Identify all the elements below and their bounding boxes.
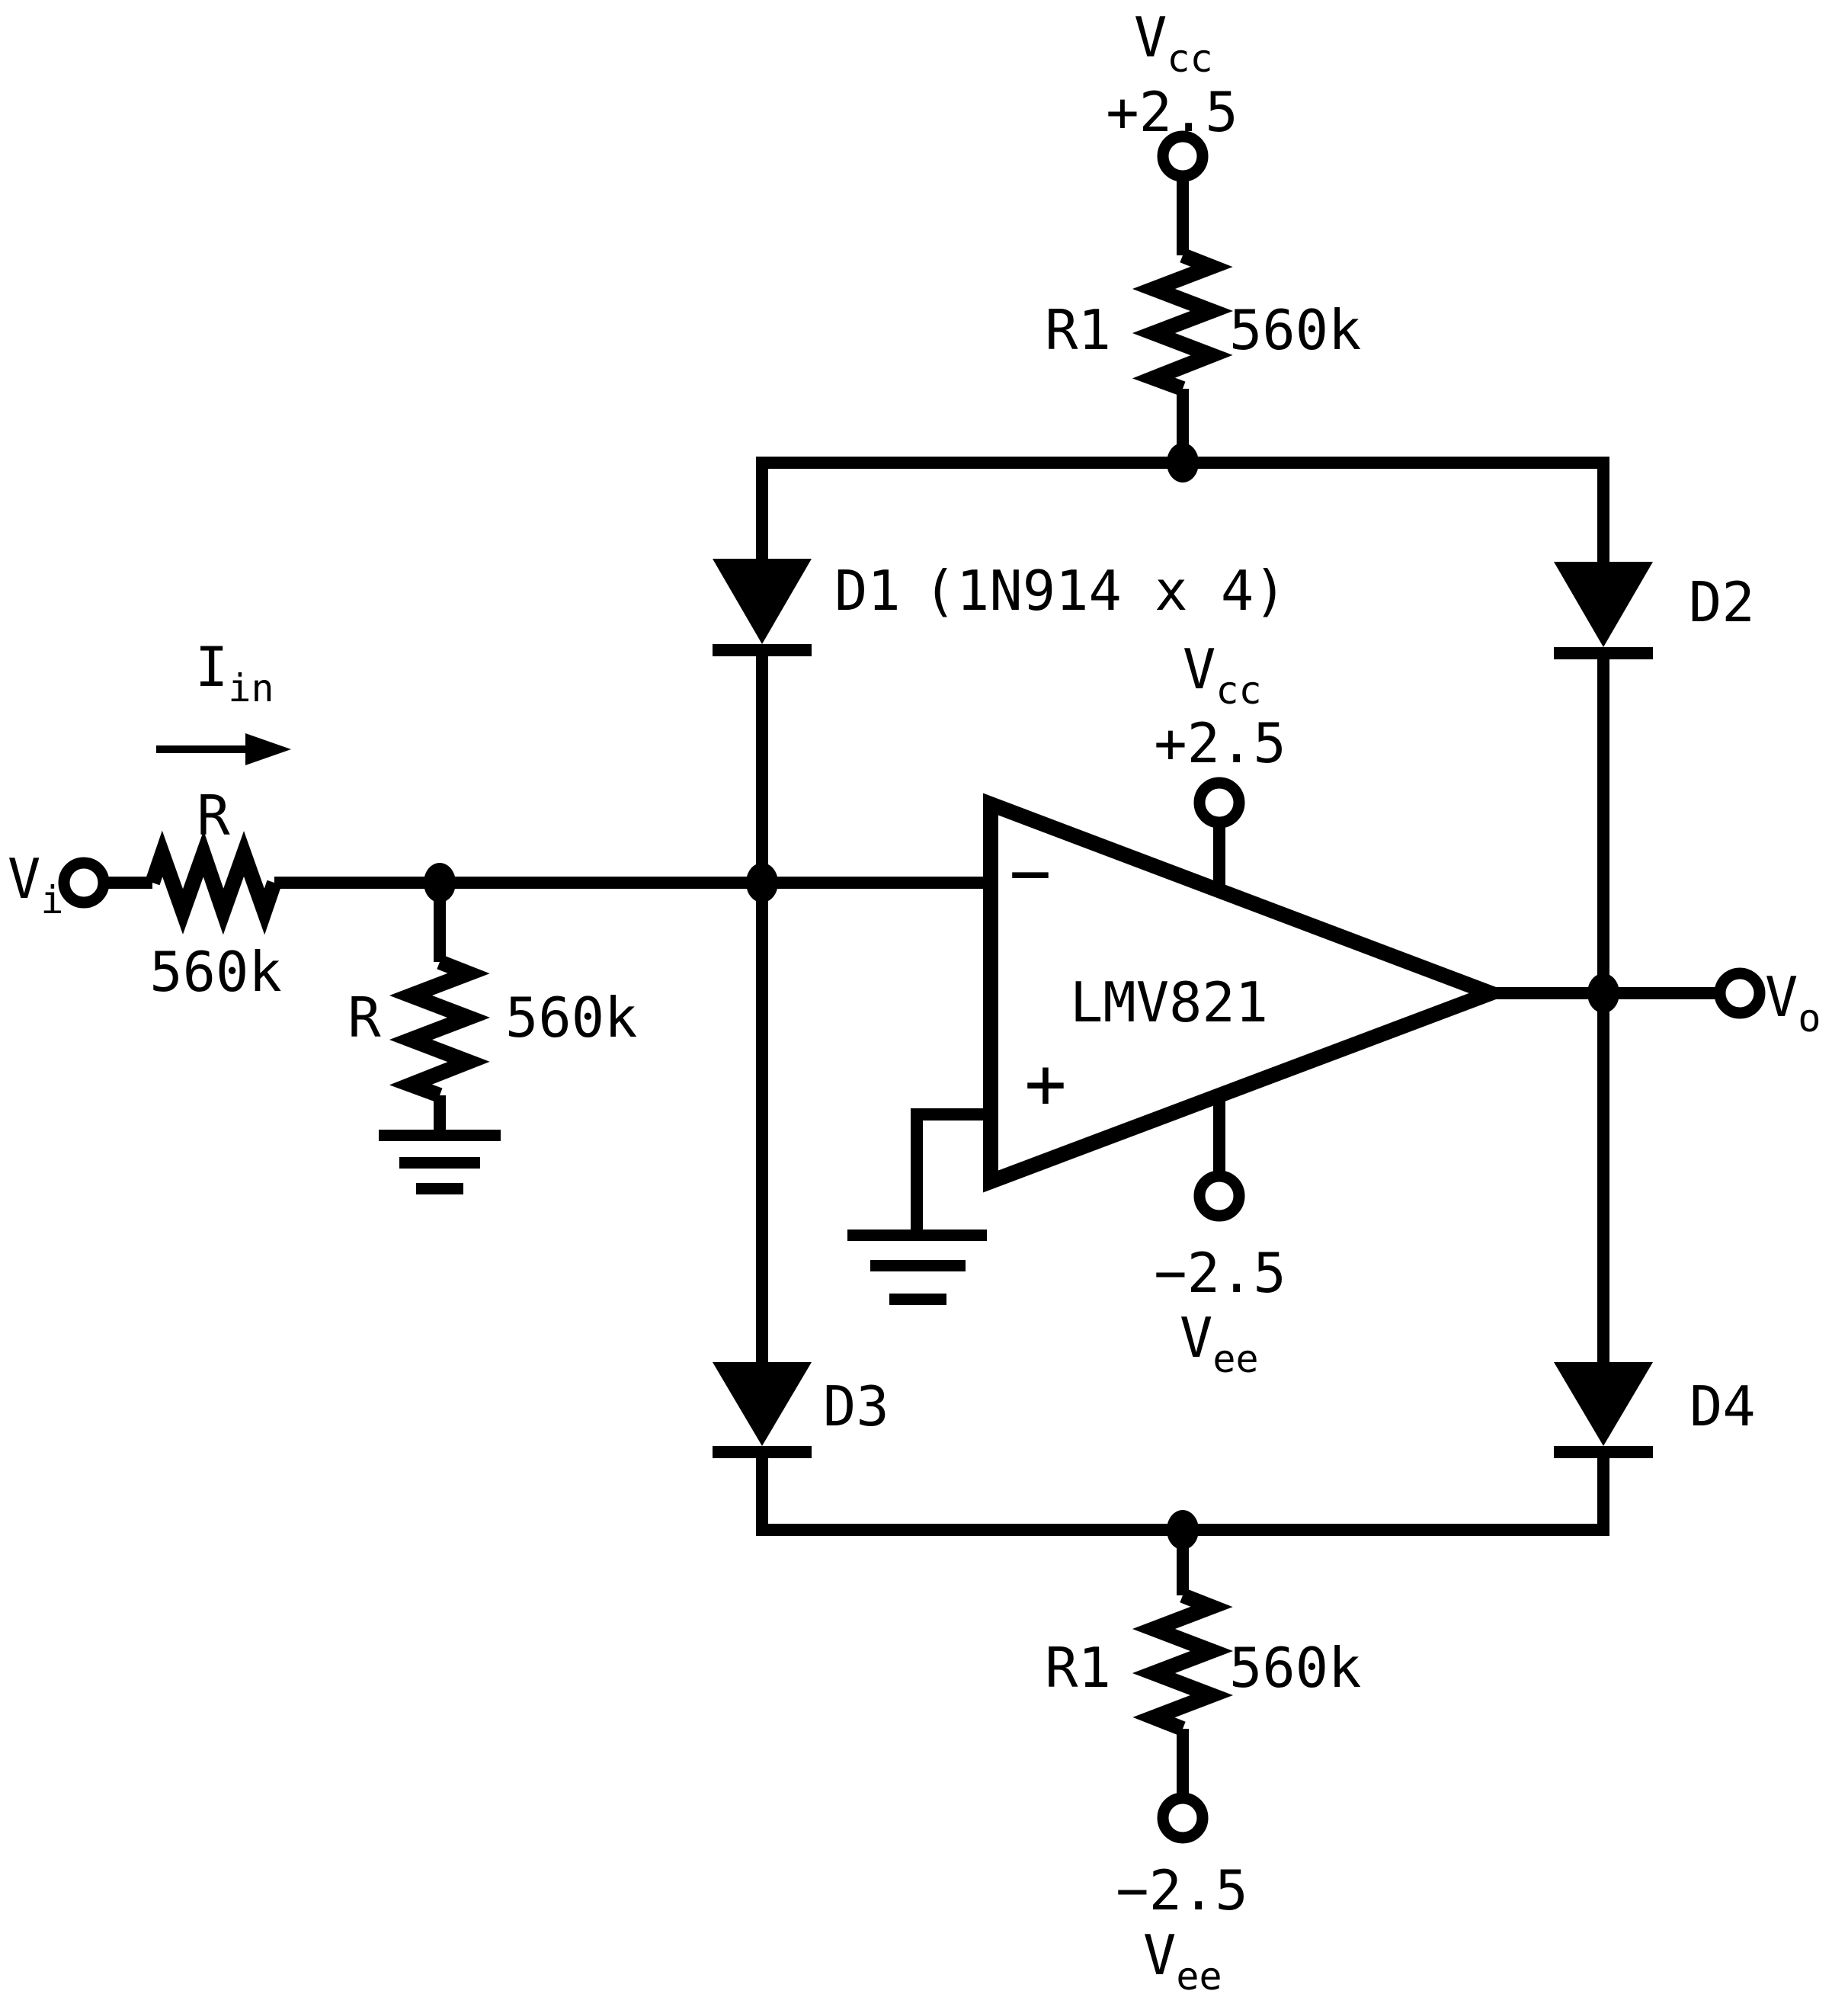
vcc-top-value: +2.5	[1106, 80, 1238, 144]
vee-bottom-value: −2.5	[1116, 1858, 1247, 1922]
vee-bottom-label: Vee	[1143, 1923, 1222, 1999]
opamp-vcc-terminal	[1193, 777, 1245, 829]
diode-d3	[713, 1362, 812, 1446]
d4-label: D4	[1689, 1374, 1756, 1438]
vout-sub: o	[1798, 996, 1821, 1040]
junction-dot-inverting-node	[746, 863, 778, 903]
iin-arrow-head	[245, 733, 291, 765]
d1-label: D1 (1N914 x 4)	[834, 559, 1287, 623]
d3-label: D3	[823, 1374, 889, 1438]
opamp-vee-base: V	[1180, 1306, 1212, 1370]
opamp-vcc-base: V	[1183, 637, 1215, 701]
ground-symbol-shunt	[379, 1130, 501, 1194]
vcc-top-label: Vcc	[1134, 5, 1213, 81]
vout-terminal	[1714, 967, 1766, 1019]
iin-sub: in	[228, 666, 274, 710]
vin-label: Vi	[8, 847, 63, 922]
ground-symbol-opamp	[847, 1230, 987, 1305]
opamp-vcc-sub: cc	[1215, 668, 1261, 713]
diode-d2-cathode-bar	[1554, 647, 1653, 659]
diode-d2	[1554, 562, 1653, 647]
iin-base: I	[195, 635, 228, 699]
r1-bottom-ref: R1	[1045, 1636, 1111, 1700]
r1-bottom-value: 560k	[1229, 1636, 1361, 1700]
d1-note: (1N914 x 4)	[924, 559, 1287, 623]
vin-terminal	[58, 857, 110, 909]
junction-dot-output	[1587, 973, 1619, 1013]
d1-ref: D1	[834, 559, 901, 623]
diode-d1	[713, 559, 812, 644]
vout-label: Vo	[1765, 965, 1821, 1040]
resistor-r-series	[145, 830, 282, 935]
r-series-value: 560k	[149, 940, 281, 1004]
opamp-vee-label: Vee	[1180, 1306, 1259, 1381]
opamp-inverting-label: −	[1009, 832, 1051, 914]
resistor-r1-bottom	[1132, 1588, 1234, 1736]
diode-d3-cathode-bar	[713, 1446, 812, 1458]
diode-d4	[1554, 1362, 1653, 1446]
vee-bottom-base: V	[1143, 1923, 1176, 1987]
iin-label: Iin	[195, 635, 274, 710]
diode-d4-cathode-bar	[1554, 1446, 1653, 1458]
vee-bottom-sub: ee	[1176, 1954, 1222, 1999]
opamp-vee-value: −2.5	[1154, 1241, 1286, 1305]
r1-top-ref: R1	[1045, 298, 1111, 362]
opamp-noninverting-label: +	[1024, 1043, 1066, 1124]
opamp-vcc-value: +2.5	[1154, 711, 1286, 775]
r-shunt-value: 560k	[505, 986, 637, 1050]
opamp-triangle	[983, 793, 1513, 1193]
vcc-top-base: V	[1134, 5, 1167, 69]
vin-base: V	[8, 847, 40, 911]
resistor-r1-top	[1132, 248, 1234, 396]
r-shunt-ref: R	[348, 986, 381, 1050]
vout-base: V	[1765, 965, 1798, 1029]
opamp-part-label: LMV821	[1070, 970, 1268, 1034]
vin-sub: i	[40, 878, 63, 922]
wire-noninverting-to-ground	[911, 1108, 991, 1230]
diode-d1-cathode-bar	[713, 644, 812, 656]
resistor-r-shunt	[389, 954, 491, 1103]
r-series-ref: R	[197, 784, 230, 848]
opamp-vee-sub: ee	[1212, 1337, 1258, 1381]
vcc-top-sub: cc	[1167, 37, 1212, 81]
opamp-vee-terminal	[1193, 1170, 1245, 1222]
d2-label: D2	[1689, 570, 1755, 634]
wire-top-rail	[756, 457, 1609, 562]
r1-top-value: 560k	[1229, 298, 1361, 362]
vee-bottom-terminal	[1157, 1792, 1209, 1844]
opamp-vcc-label: Vcc	[1183, 637, 1262, 713]
